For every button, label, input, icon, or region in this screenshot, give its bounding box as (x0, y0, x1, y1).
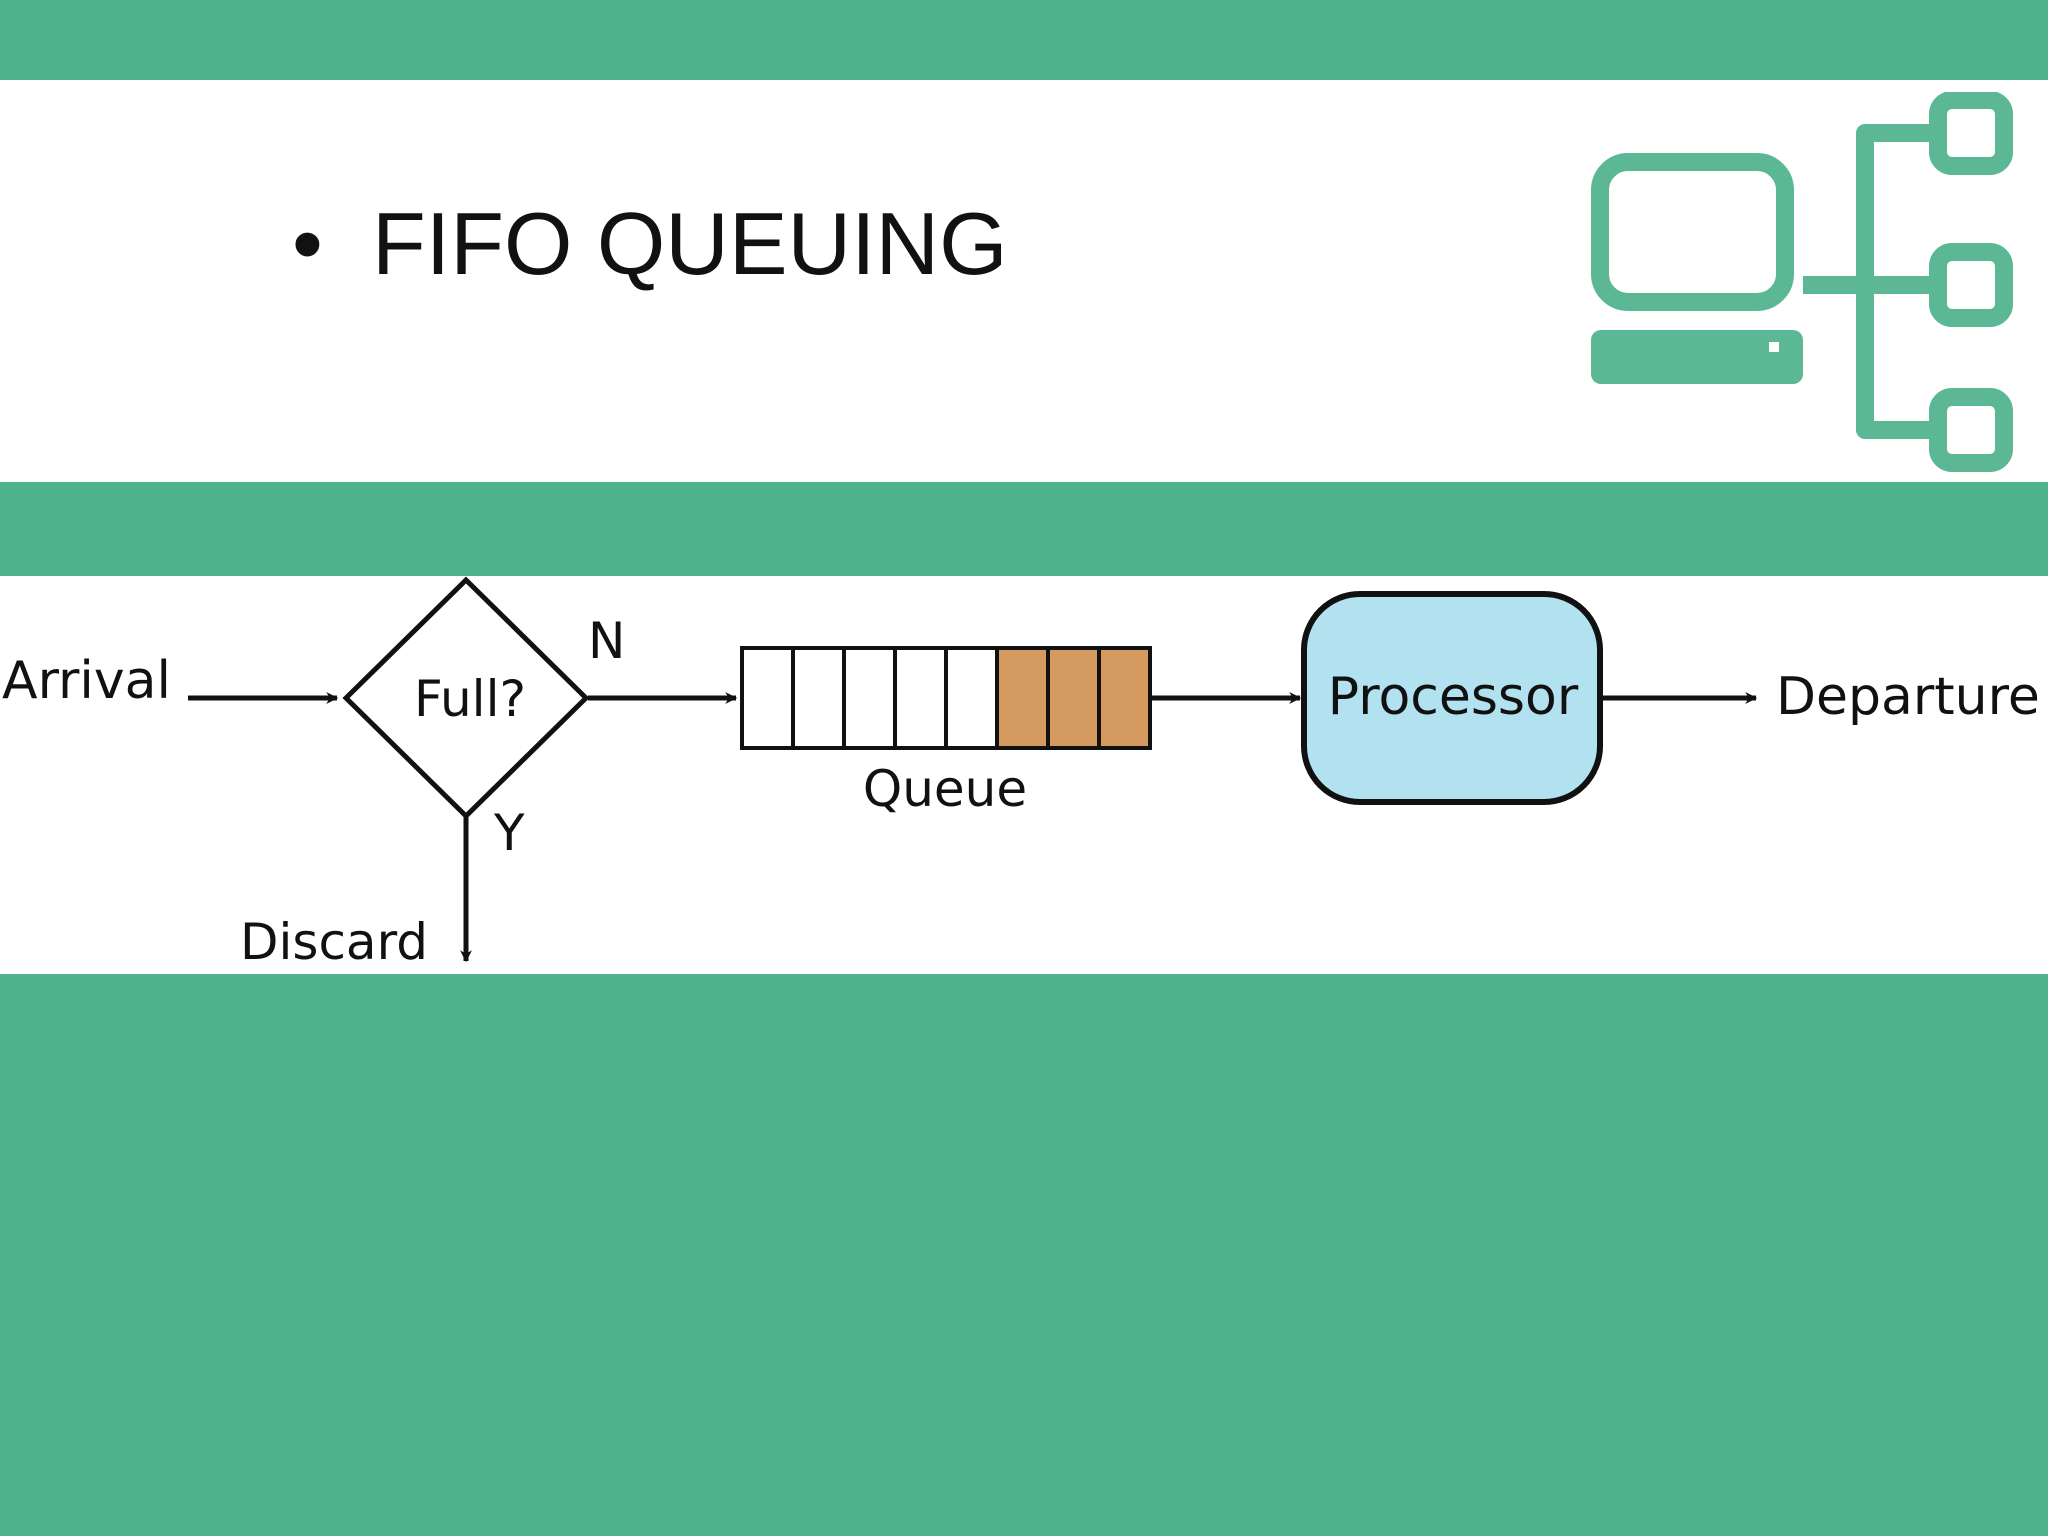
title-band (0, 80, 2048, 482)
fifo-diagram: Arrival Full? N Y Discard Queue Processo… (2, 576, 2040, 971)
queue-slot-empty (842, 646, 897, 750)
branch-node-bottom (1929, 388, 2013, 472)
computer-base (1591, 330, 1803, 384)
queue-label: Queue (863, 760, 1027, 818)
processor-label: Processor (1328, 667, 1579, 727)
bullet-marker: • (292, 194, 323, 293)
monitor-shape (1591, 153, 1794, 311)
departure-label: Departure (1776, 667, 2040, 727)
processor-box (1301, 591, 1603, 805)
decision-label: Full? (414, 670, 526, 728)
no-label: N (588, 612, 625, 670)
discard-label: Discard (240, 913, 428, 971)
network-computer-icon (1591, 92, 2013, 472)
branch-node-middle (1929, 243, 2013, 327)
queue-slot-empty (791, 646, 846, 750)
diagram-band (0, 576, 2048, 974)
queue-slot-empty (944, 646, 999, 750)
queue-slot-empty (893, 646, 948, 750)
queue (740, 646, 1152, 750)
queue-slot-empty (740, 646, 795, 750)
slide-title-text: FIFO QUEUING (372, 194, 1008, 293)
branch-connectors (1803, 124, 1938, 439)
queue-slot-filled (995, 646, 1050, 750)
branch-node-top (1929, 92, 2013, 175)
queue-slot-filled (1097, 646, 1152, 750)
arrival-label: Arrival (2, 651, 171, 711)
yes-label: Y (493, 804, 525, 862)
power-light (1769, 342, 1779, 352)
slide-title: •FIFO QUEUING (292, 200, 1008, 288)
queue-slot-filled (1046, 646, 1101, 750)
